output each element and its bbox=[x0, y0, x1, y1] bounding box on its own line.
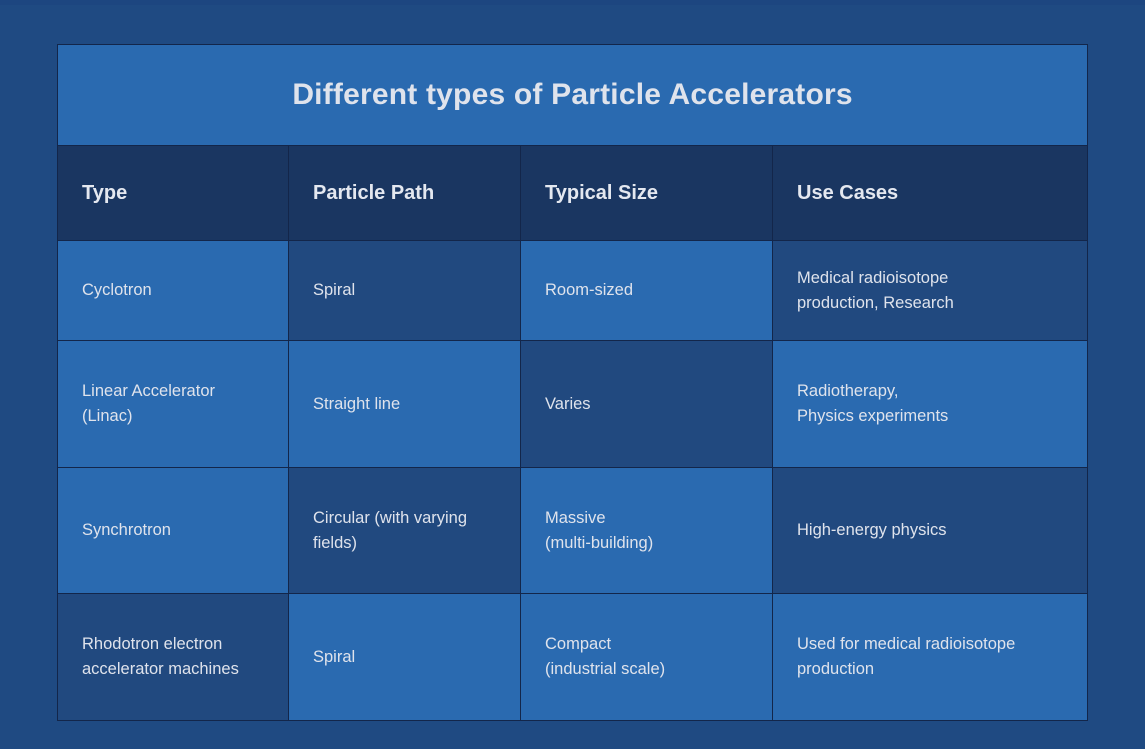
cell-text: Varies bbox=[545, 394, 591, 413]
table-cell-type: Linear Accelerator (Linac) bbox=[57, 340, 289, 468]
table-cell-type: Rhodotron electron accelerator machines bbox=[57, 593, 289, 721]
column-header-label: Typical Size bbox=[545, 181, 659, 204]
cell-text: Radiotherapy, Physics experiments bbox=[797, 382, 949, 425]
cell-text: Massive (multi-building) bbox=[545, 508, 654, 552]
cell-text: Cyclotron bbox=[82, 281, 152, 299]
column-header-label: Type bbox=[82, 181, 128, 204]
cell-text: Circular (with varying fields) bbox=[313, 508, 468, 552]
table-row: Rhodotron electron accelerator machines … bbox=[57, 593, 1089, 721]
cell-text: Spiral bbox=[313, 647, 356, 666]
table-row: Cyclotron Spiral Room-sized Medical radi… bbox=[57, 240, 1089, 341]
cell-text: Synchrotron bbox=[82, 521, 171, 539]
cell-text: Linear Accelerator (Linac) bbox=[82, 382, 215, 425]
table-header-row: Type Particle Path Typical Size Use Case… bbox=[57, 145, 1089, 241]
table-cell-use-cases: Used for medical radioisotope production bbox=[771, 593, 1089, 721]
cell-text: Straight line bbox=[313, 394, 401, 413]
particle-accelerator-table: Different types of Particle Accelerators… bbox=[56, 44, 1089, 721]
table-cell-particle-path: Straight line bbox=[288, 340, 521, 468]
table-row: Linear Accelerator (Linac) Straight line… bbox=[57, 340, 1089, 468]
table-row: Synchrotron Circular (with varying field… bbox=[57, 467, 1089, 594]
cell-text: Room-sized bbox=[545, 281, 634, 299]
table-cell-type: Cyclotron bbox=[57, 240, 289, 341]
column-header-label: Use Cases bbox=[797, 181, 899, 204]
cell-text: High-energy physics bbox=[797, 521, 947, 539]
column-header-label: Particle Path bbox=[313, 181, 435, 204]
table-cell-use-cases: Radiotherapy, Physics experiments bbox=[771, 340, 1089, 468]
cell-text: Compact (industrial scale) bbox=[545, 635, 666, 678]
cell-text: Medical radioisotope production, Researc… bbox=[797, 268, 954, 312]
cell-text: Used for medical radioisotope production bbox=[797, 635, 1016, 678]
table-cell-use-cases: Medical radioisotope production, Researc… bbox=[771, 240, 1089, 341]
column-header-typical-size: Typical Size bbox=[520, 145, 773, 241]
table-cell-particle-path: Spiral bbox=[288, 240, 521, 341]
column-header-use-cases: Use Cases bbox=[771, 145, 1089, 241]
table-cell-particle-path: Circular (with varying fields) bbox=[288, 467, 521, 594]
column-header-type: Type bbox=[57, 145, 289, 241]
table-cell-type: Synchrotron bbox=[57, 467, 289, 594]
table-cell-typical-size: Compact (industrial scale) bbox=[520, 593, 773, 721]
page-title: Different types of Particle Accelerators bbox=[292, 78, 853, 111]
table-cell-typical-size: Massive (multi-building) bbox=[520, 467, 773, 594]
table-cell-use-cases: High-energy physics bbox=[771, 467, 1089, 594]
column-header-particle-path: Particle Path bbox=[288, 145, 521, 241]
table-title-cell: Different types of Particle Accelerators bbox=[56, 44, 1089, 146]
table-title-row: Different types of Particle Accelerators bbox=[56, 44, 1089, 146]
cell-text: Spiral bbox=[313, 281, 356, 299]
cell-text: Rhodotron electron accelerator machines bbox=[82, 635, 239, 678]
table-cell-typical-size: Varies bbox=[520, 340, 773, 468]
table-body: Different types of Particle Accelerators… bbox=[56, 44, 1089, 721]
table-cell-particle-path: Spiral bbox=[288, 593, 521, 721]
top-edge-band bbox=[0, 0, 1145, 5]
particle-accelerator-table-container: Different types of Particle Accelerators… bbox=[56, 44, 1089, 721]
table-cell-typical-size: Room-sized bbox=[520, 240, 773, 341]
